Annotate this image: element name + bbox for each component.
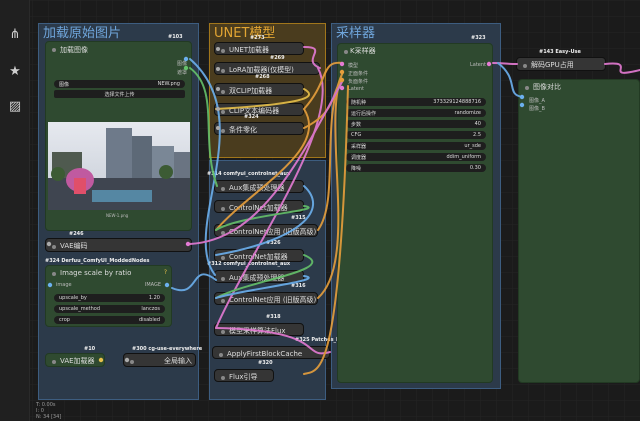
- side-toolbar: ⋔ ★ ▨: [0, 0, 30, 421]
- decode-node[interactable]: 解码GPU占用: [516, 57, 606, 71]
- preview-image: [48, 122, 190, 210]
- upload-button[interactable]: 选择文件上传: [54, 90, 185, 98]
- status-iterations: I: 0: [36, 408, 44, 414]
- controlnet-loader-node[interactable]: ControlNet加载器: [214, 200, 304, 213]
- clip-encode-node[interactable]: CLIP文本编码器: [214, 103, 304, 116]
- node-title: ControlNet加载器: [215, 201, 303, 214]
- aux-preprocessor-node[interactable]: Aux集成预处理器: [214, 270, 304, 283]
- flux-guidance-node[interactable]: Flux引导: [214, 369, 274, 382]
- aux-preprocessor-node[interactable]: Aux集成预处理器: [214, 180, 304, 193]
- conditioning-zero-node[interactable]: 条件零化: [214, 122, 304, 135]
- node-badge: #269: [270, 55, 285, 61]
- node-badge: #323: [471, 35, 486, 41]
- node-badge: #324: [244, 114, 259, 120]
- node-badge: #273: [250, 35, 265, 41]
- unet-loader-node[interactable]: UNET加载器: [214, 42, 304, 55]
- status-time: T: 0.00s: [36, 402, 56, 408]
- node-badge: #10: [84, 346, 96, 352]
- input-image-b-label: 图像_B: [529, 106, 545, 112]
- node-title: K采样器: [338, 44, 492, 58]
- node-badge: #143 Easy-Use: [539, 49, 581, 55]
- image-icon[interactable]: ▨: [8, 98, 22, 114]
- node-title: ApplyFirstBlockCache: [213, 347, 329, 360]
- node-badge: #103: [168, 34, 183, 40]
- group-title: 加载原始图片: [43, 26, 122, 41]
- workflow-icon[interactable]: ⋔: [9, 26, 21, 42]
- star-icon[interactable]: ★: [9, 63, 21, 79]
- status-readout: T: 0.00s I: 0 N: 34 [34]: [36, 402, 61, 420]
- vae-loader-node[interactable]: VAE加载器: [45, 353, 105, 367]
- anything-everywhere-node[interactable]: 全局输入: [123, 353, 196, 367]
- node-title: VAE加载器: [46, 354, 104, 368]
- node-badge: #315: [291, 215, 306, 221]
- node-badge: #325 Patches_II: [295, 337, 340, 343]
- image-scale-node[interactable]: Image scale by ratio ? image IMAGE upsca…: [45, 265, 172, 327]
- node-title: 模型采样算法Flux: [215, 324, 303, 337]
- node-title: ControlNet应用 (旧版高级): [215, 225, 317, 238]
- node-badge: #324 Derfuu_ComfyUI_ModdedNodes: [45, 258, 150, 264]
- node-title: Aux集成预处理器: [215, 181, 303, 194]
- node-badge: #318: [266, 314, 281, 320]
- node-badge: #314 comfyui_controlnet_aux: [207, 171, 291, 177]
- node-title: CLIP文本编码器: [215, 104, 303, 117]
- output-image-label: 图像: [176, 61, 187, 67]
- image-caption: NEW-1.png: [106, 213, 129, 218]
- node-title: VAE编码: [46, 239, 191, 253]
- help-icon[interactable]: ?: [163, 269, 167, 276]
- model-sampling-flux-node[interactable]: 模型采样算法Flux: [214, 323, 304, 336]
- node-title: UNET加载器: [215, 43, 303, 56]
- node-title: Image scale by ratio: [46, 266, 171, 280]
- input-label: image: [56, 282, 72, 288]
- vae-encode-node[interactable]: VAE编码: [45, 238, 192, 252]
- node-badge: #312 comfyui_controlnet_aux: [207, 261, 291, 267]
- node-badge: #268: [255, 74, 270, 80]
- node-title: 加载图像: [46, 42, 191, 58]
- node-badge: #326: [266, 240, 281, 246]
- node-badge: #300 cg-use-everywhere: [132, 346, 203, 352]
- status-nodes: N: 34 [34]: [36, 414, 62, 420]
- controlnet-apply-node[interactable]: ControlNet应用 (旧版高级): [214, 224, 318, 237]
- input-image-a-label: 图像_A: [529, 98, 545, 104]
- node-title: Aux集成预处理器: [215, 271, 303, 284]
- controlnet-apply-node[interactable]: ControlNet应用 (旧版高级): [214, 292, 318, 305]
- output-latent-label: Latent: [469, 62, 486, 68]
- node-badge: #320: [258, 360, 273, 366]
- node-title: 解码GPU占用: [517, 58, 605, 72]
- output-label: IMAGE: [144, 282, 161, 288]
- dual-clip-node[interactable]: 双CLIP加载器: [214, 83, 304, 96]
- input-positive-label: 正面条件: [348, 71, 369, 77]
- input-latent-label: Latent: [348, 86, 365, 92]
- node-title: 全局输入: [124, 354, 195, 368]
- input-model-label: 模型: [348, 63, 359, 69]
- output-mask-label: 遮罩: [176, 70, 187, 76]
- node-badge: #246: [69, 231, 84, 237]
- node-title: 条件零化: [215, 123, 303, 136]
- group-title: 采样器: [336, 26, 376, 41]
- image-compare-node[interactable]: 图像对比 图像_A 图像_B: [518, 79, 640, 383]
- input-negative-label: 负面条件: [348, 79, 369, 85]
- node-badge: #316: [291, 283, 306, 289]
- node-title: ControlNet应用 (旧版高级): [215, 293, 317, 306]
- first-block-cache-node[interactable]: ApplyFirstBlockCache: [212, 346, 330, 359]
- node-title: Flux引导: [215, 370, 273, 383]
- node-title: 双CLIP加载器: [215, 84, 303, 97]
- node-title: 图像对比: [519, 80, 639, 94]
- group-title: UNET模型: [214, 26, 276, 41]
